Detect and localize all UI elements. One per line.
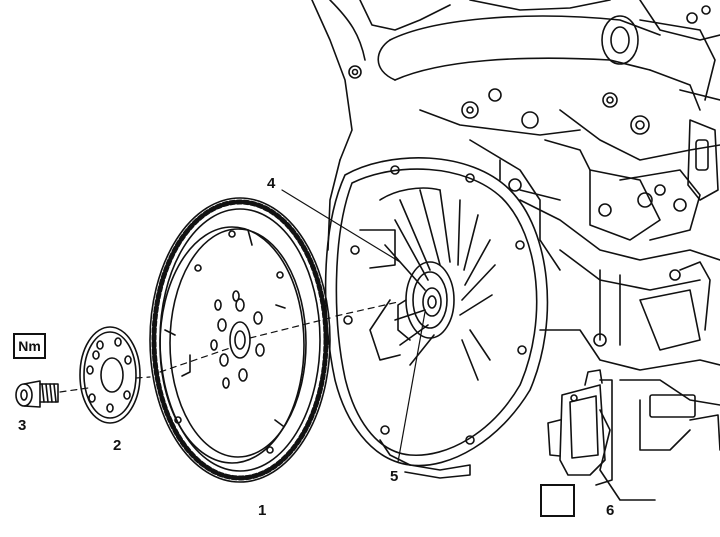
crankshaft-flange: [397, 261, 455, 341]
thrust-plate: [79, 326, 141, 424]
engine-block: [311, 0, 720, 501]
leader-line-5: [397, 311, 426, 463]
callout-6: 6: [606, 502, 615, 519]
leader-line-4: [281, 189, 401, 263]
callout-2: 2: [113, 437, 122, 454]
torque-symbol: Nm: [13, 333, 46, 359]
crankshaft-position-sensor: [547, 369, 606, 476]
flywheel-bolt: [15, 380, 59, 408]
callout-5: 5: [390, 468, 399, 485]
special-tool-symbol: [540, 484, 575, 517]
assembly-axis: [59, 301, 399, 393]
callout-1: 1: [258, 502, 267, 519]
callout-4: 4: [267, 175, 276, 192]
flywheel-housing: [324, 157, 549, 479]
flywheel: [149, 197, 331, 483]
callout-3: 3: [18, 417, 27, 434]
